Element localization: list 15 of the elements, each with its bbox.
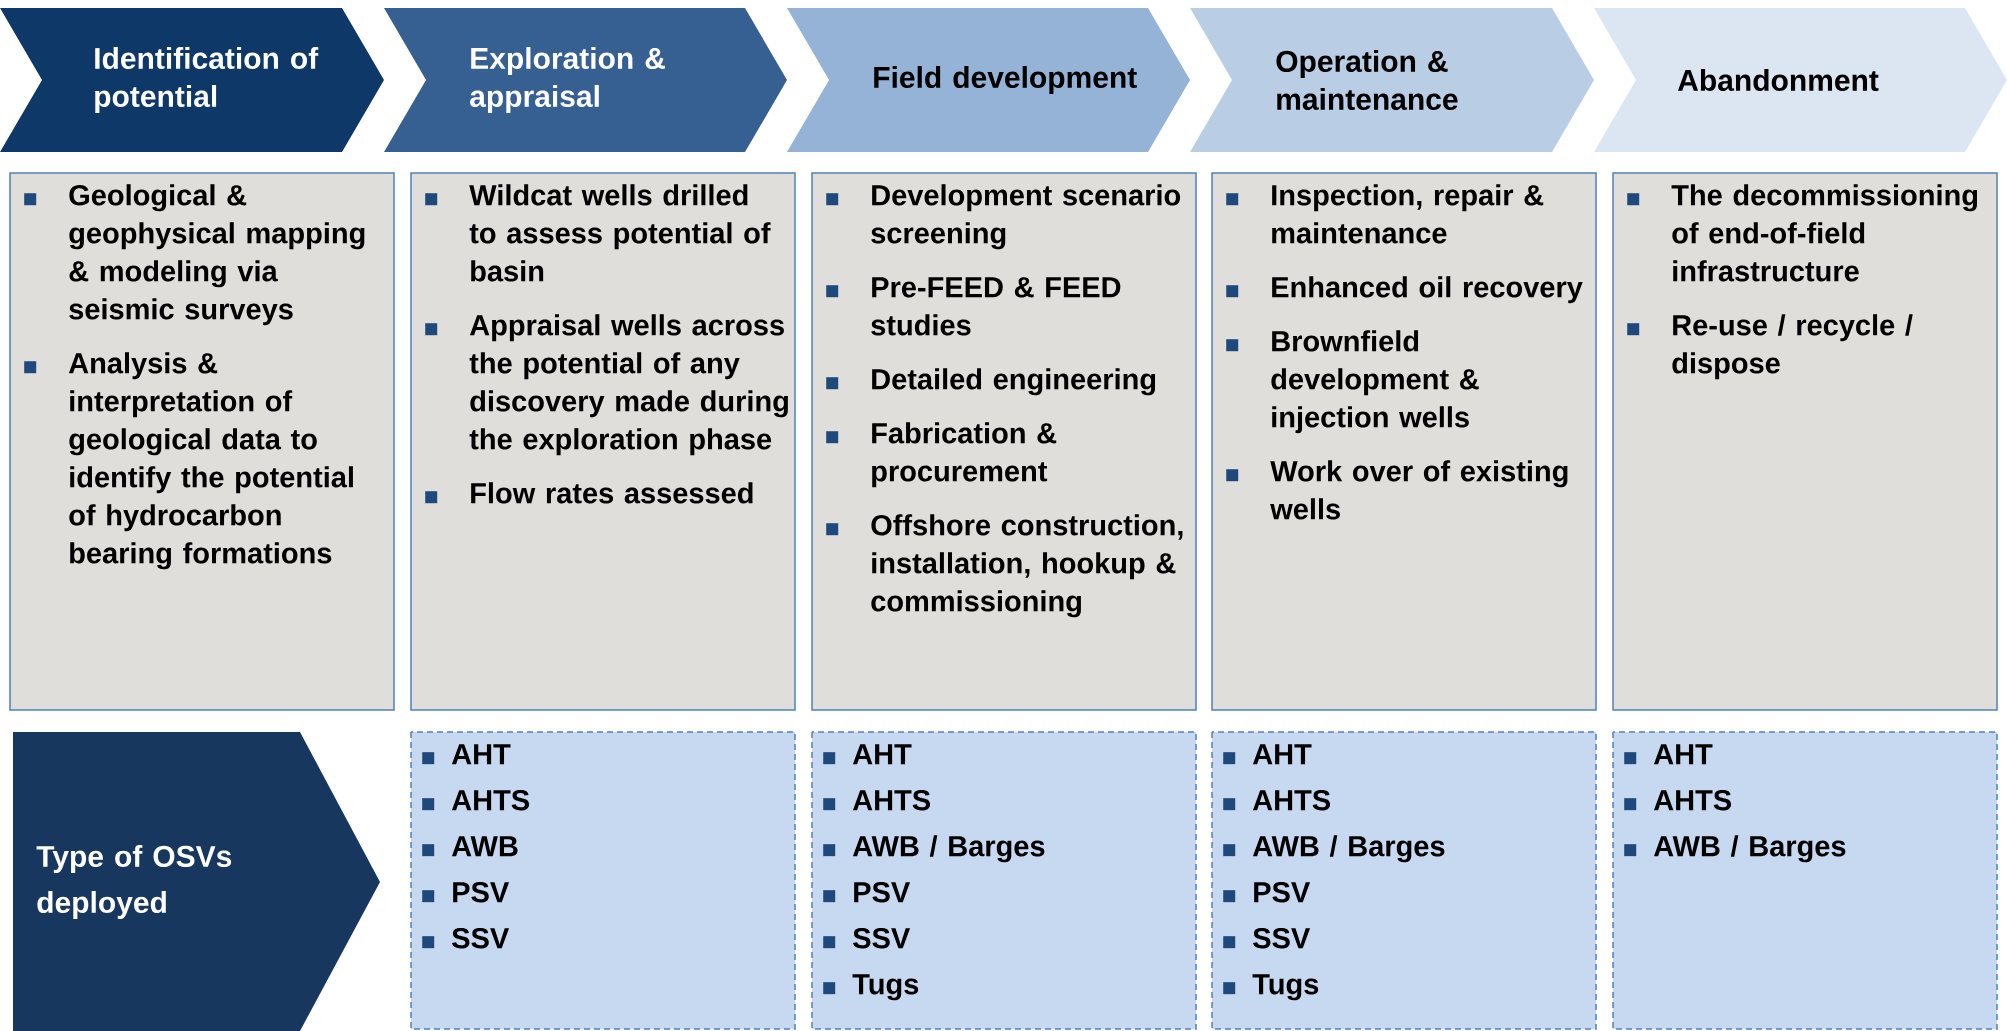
vessel-box: AHT AHTS AWB / Barges PSV SSV Tugs [1211,731,1597,1030]
activity-box: The decommissioning of end-of-field infrastructure Re-use / recycle / dispose [1612,172,1998,711]
phase-step: Identification of potential [0,8,384,152]
header-step: Type of OSVs deployed [13,732,380,1031]
phase-step: Field development [787,8,1190,152]
activity-box: Wildcat wells drilled to assess potential of basin Appraisal wells across the potential of any discovery made during the exploration phase Flow rates assessed [410,172,796,711]
vessel-box: AHT AHTS AWB / Barges PSV SSV Tugs [811,731,1197,1030]
phase-step: Operation & maintenance [1190,8,1594,152]
activity-box: Development scenario screening Pre-FEED & FEED studies Detailed engineering Fabrication & procurement Offshore construction, installation, hookup & commissioning [811,172,1197,711]
activity-box: Geological & geophysical mapping & modeling via seismic surveys Analysis & interpretation of geological data to identify the potential of hydrocarbon bearing formations [9,172,395,711]
vessel-box: AHT AHTS AWB / Barges [1612,731,1998,1030]
phase-step: Exploration & appraisal [384,8,787,152]
activity-box: Inspection, repair & maintenance Enhanced oil recovery Brownfield development & injection wells Work over of existing wells [1211,172,1597,711]
phase-step: Abandonment [1594,8,2007,152]
vessel-box: AHT AHTS AWB PSV SSV [410,731,796,1030]
